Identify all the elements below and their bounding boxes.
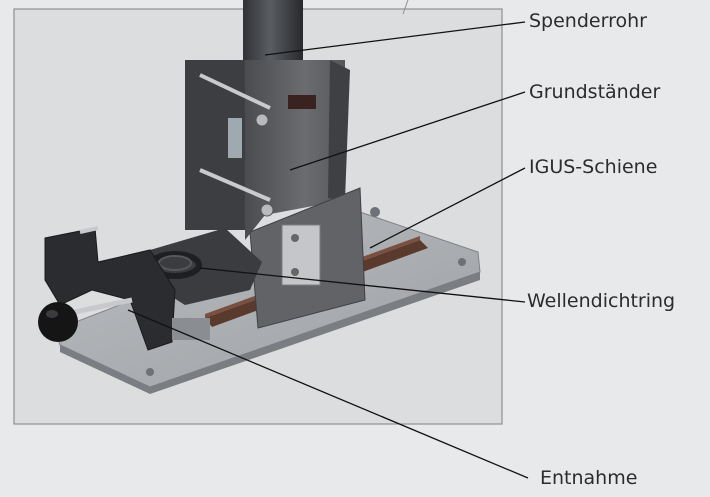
stand-rod: [199, 168, 271, 202]
leader-line-igus-schiene: [369, 167, 526, 249]
label-entnahme: Entnahme: [540, 467, 638, 489]
label-grundstaender: Grundständer: [529, 81, 661, 103]
label-spenderrohr: Spenderrohr: [529, 10, 647, 32]
seal-holder: [145, 228, 262, 305]
plate-hole: [458, 258, 466, 266]
leader-line-wellendichtring: [199, 267, 526, 303]
carriage-screw: [291, 268, 299, 276]
stand-screw: [255, 113, 269, 127]
base-stand-front: [245, 60, 345, 240]
carriage-screw: [291, 234, 299, 242]
stand-screw: [260, 203, 274, 217]
stand-rod: [199, 73, 271, 110]
handle-knob: [38, 302, 78, 342]
handle-knob-highlight: [46, 310, 58, 318]
removal-fixture: [44, 227, 176, 351]
plate-hole: [146, 368, 154, 376]
fixture-pin: [79, 226, 99, 234]
shaft-seal-ring-inner: [158, 255, 192, 271]
fixture-pin: [74, 297, 133, 315]
leader-line-entnahme: [127, 309, 529, 479]
label-igus-schiene: IGUS-Schiene: [529, 156, 658, 178]
label-wellendichtring: Wellendichtring: [527, 290, 676, 312]
stand-window: [228, 118, 242, 158]
stand-label: [288, 95, 316, 109]
decorative-top-line: [402, 0, 409, 15]
fixture-slide: [172, 318, 210, 340]
carriage-block: [281, 224, 321, 286]
leader-line-grundstaender: [289, 91, 526, 171]
base-stand-back: [185, 60, 245, 230]
leader-line-spenderrohr: [264, 21, 526, 56]
base-stand-side: [328, 60, 350, 200]
plate-hole: [370, 207, 380, 217]
